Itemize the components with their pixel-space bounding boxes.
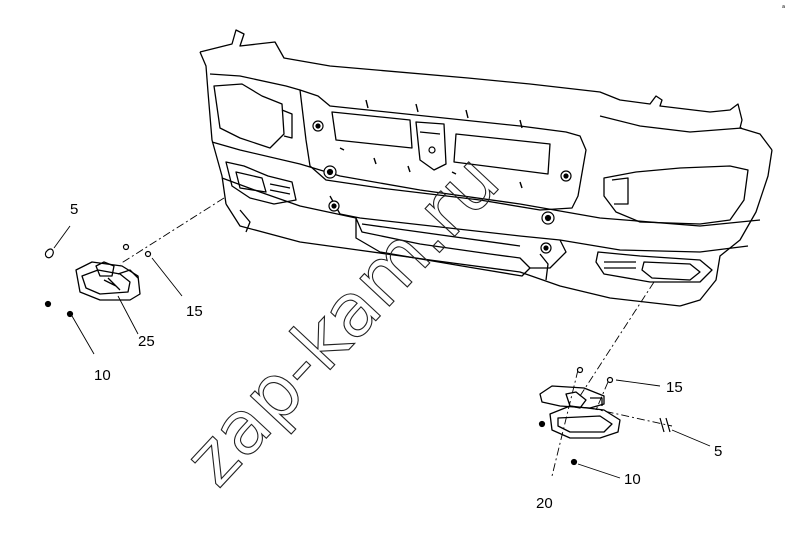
callout-labels: 5 15 25 10 15 5 10 20: [70, 201, 722, 512]
callout-left-10: 10: [94, 367, 111, 384]
callout-left-5: 5: [70, 201, 78, 218]
callout-right-20: 20: [536, 495, 553, 512]
callout-right-5: 5: [714, 443, 722, 460]
callout-right-10: 10: [624, 471, 641, 488]
right-callout-leaders: [577, 379, 711, 479]
bumper-mounting-bolts: [312, 120, 572, 254]
right-fog-lamp: [539, 385, 621, 439]
right-fog-lamp-fasteners: [538, 366, 671, 466]
left-fog-lamp: [75, 261, 141, 301]
plate-area-ticks: [339, 99, 523, 189]
callout-right-15: 15: [666, 379, 683, 396]
callout-left-15: 15: [186, 303, 203, 320]
front-bumper: [199, 29, 773, 307]
left-callout-leaders: [53, 225, 183, 355]
corner-mark: a: [782, 4, 785, 10]
callout-left-25: 25: [138, 333, 155, 350]
left-fog-lamp-fasteners: [44, 243, 152, 318]
watermark: zap-kam.ru: [168, 138, 516, 502]
